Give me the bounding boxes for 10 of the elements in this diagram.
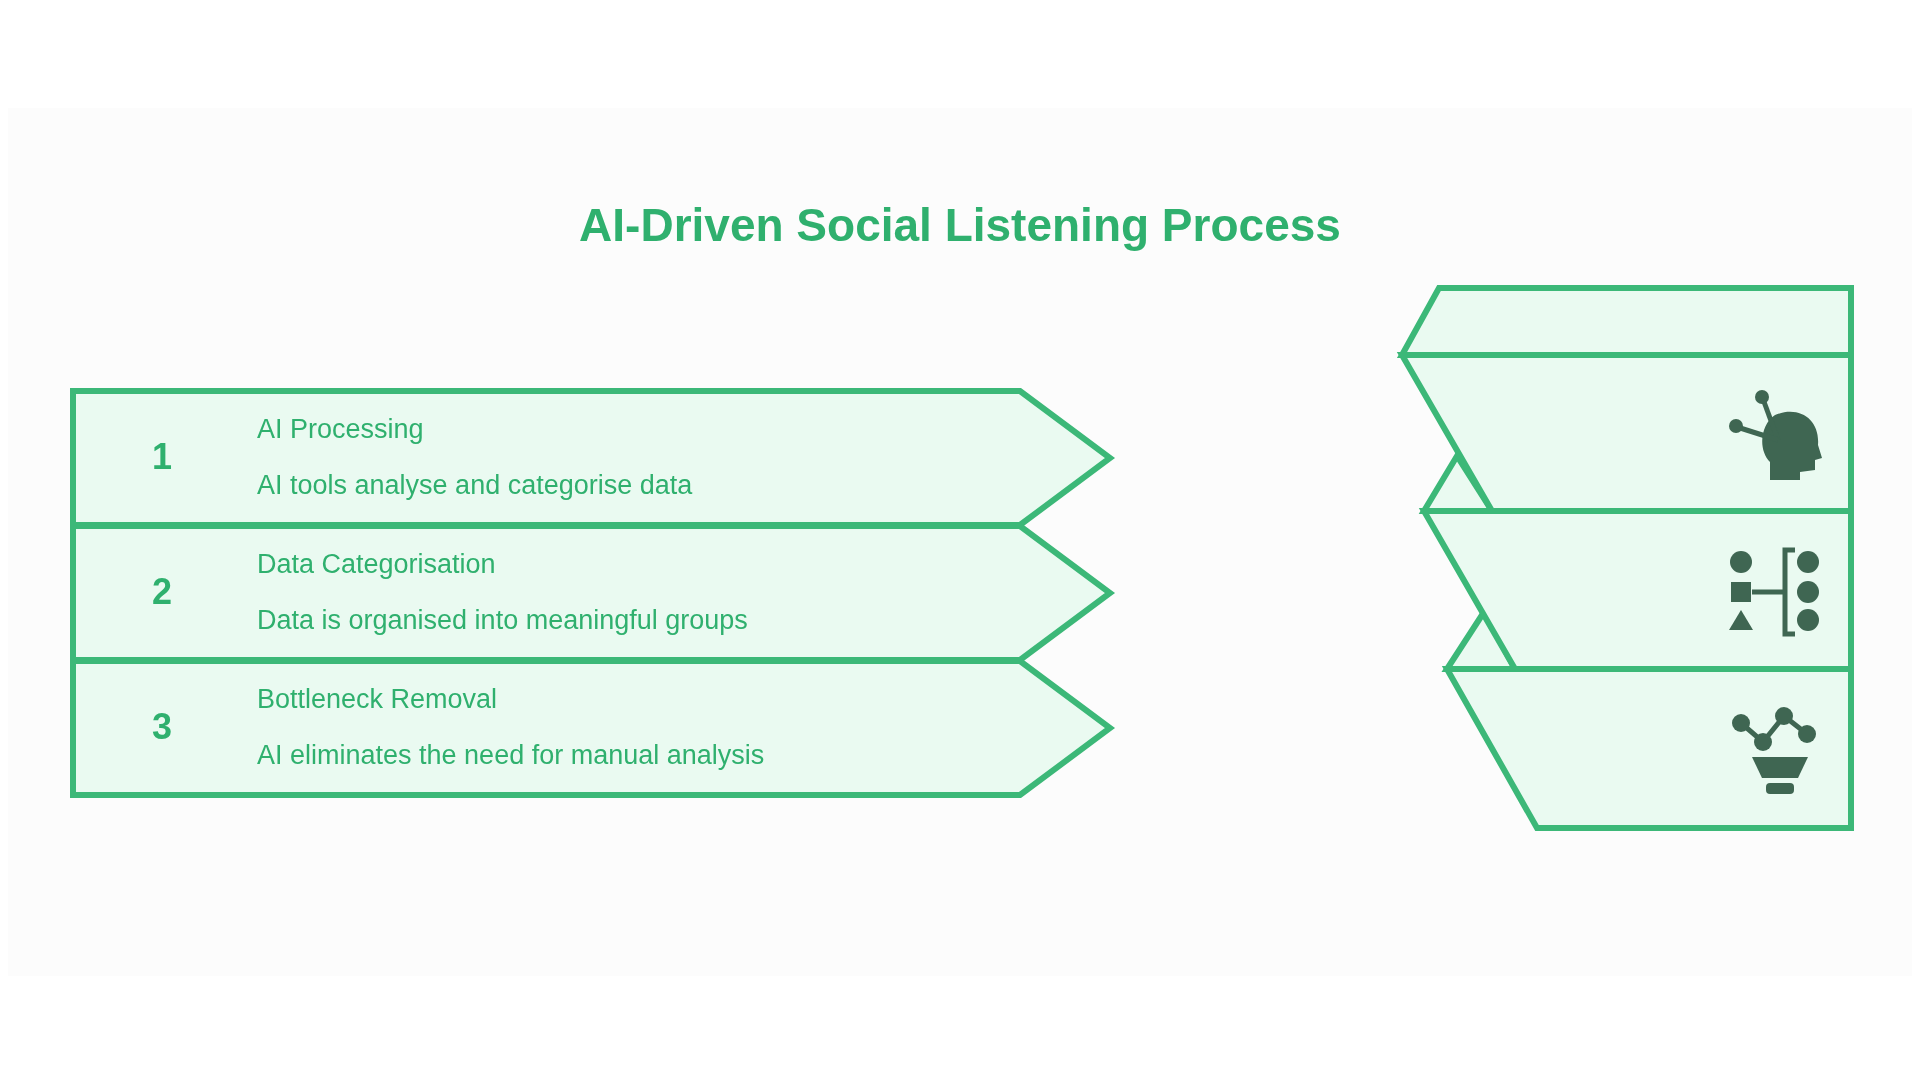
step-number: 1 [152, 436, 173, 478]
step-heading: AI Processing [257, 414, 424, 445]
step-description: Data is organised into meaningful groups [257, 605, 748, 636]
step-number: 3 [152, 706, 173, 748]
diagram-title: AI-Driven Social Listening Process [578, 198, 1342, 252]
step-heading: Data Categorisation [257, 549, 496, 580]
step-number: 2 [152, 571, 173, 613]
step-description: AI eliminates the need for manual analysis [257, 740, 765, 771]
step-heading: Bottleneck Removal [257, 684, 498, 715]
step-description: AI tools analyse and categorise data [257, 470, 693, 501]
